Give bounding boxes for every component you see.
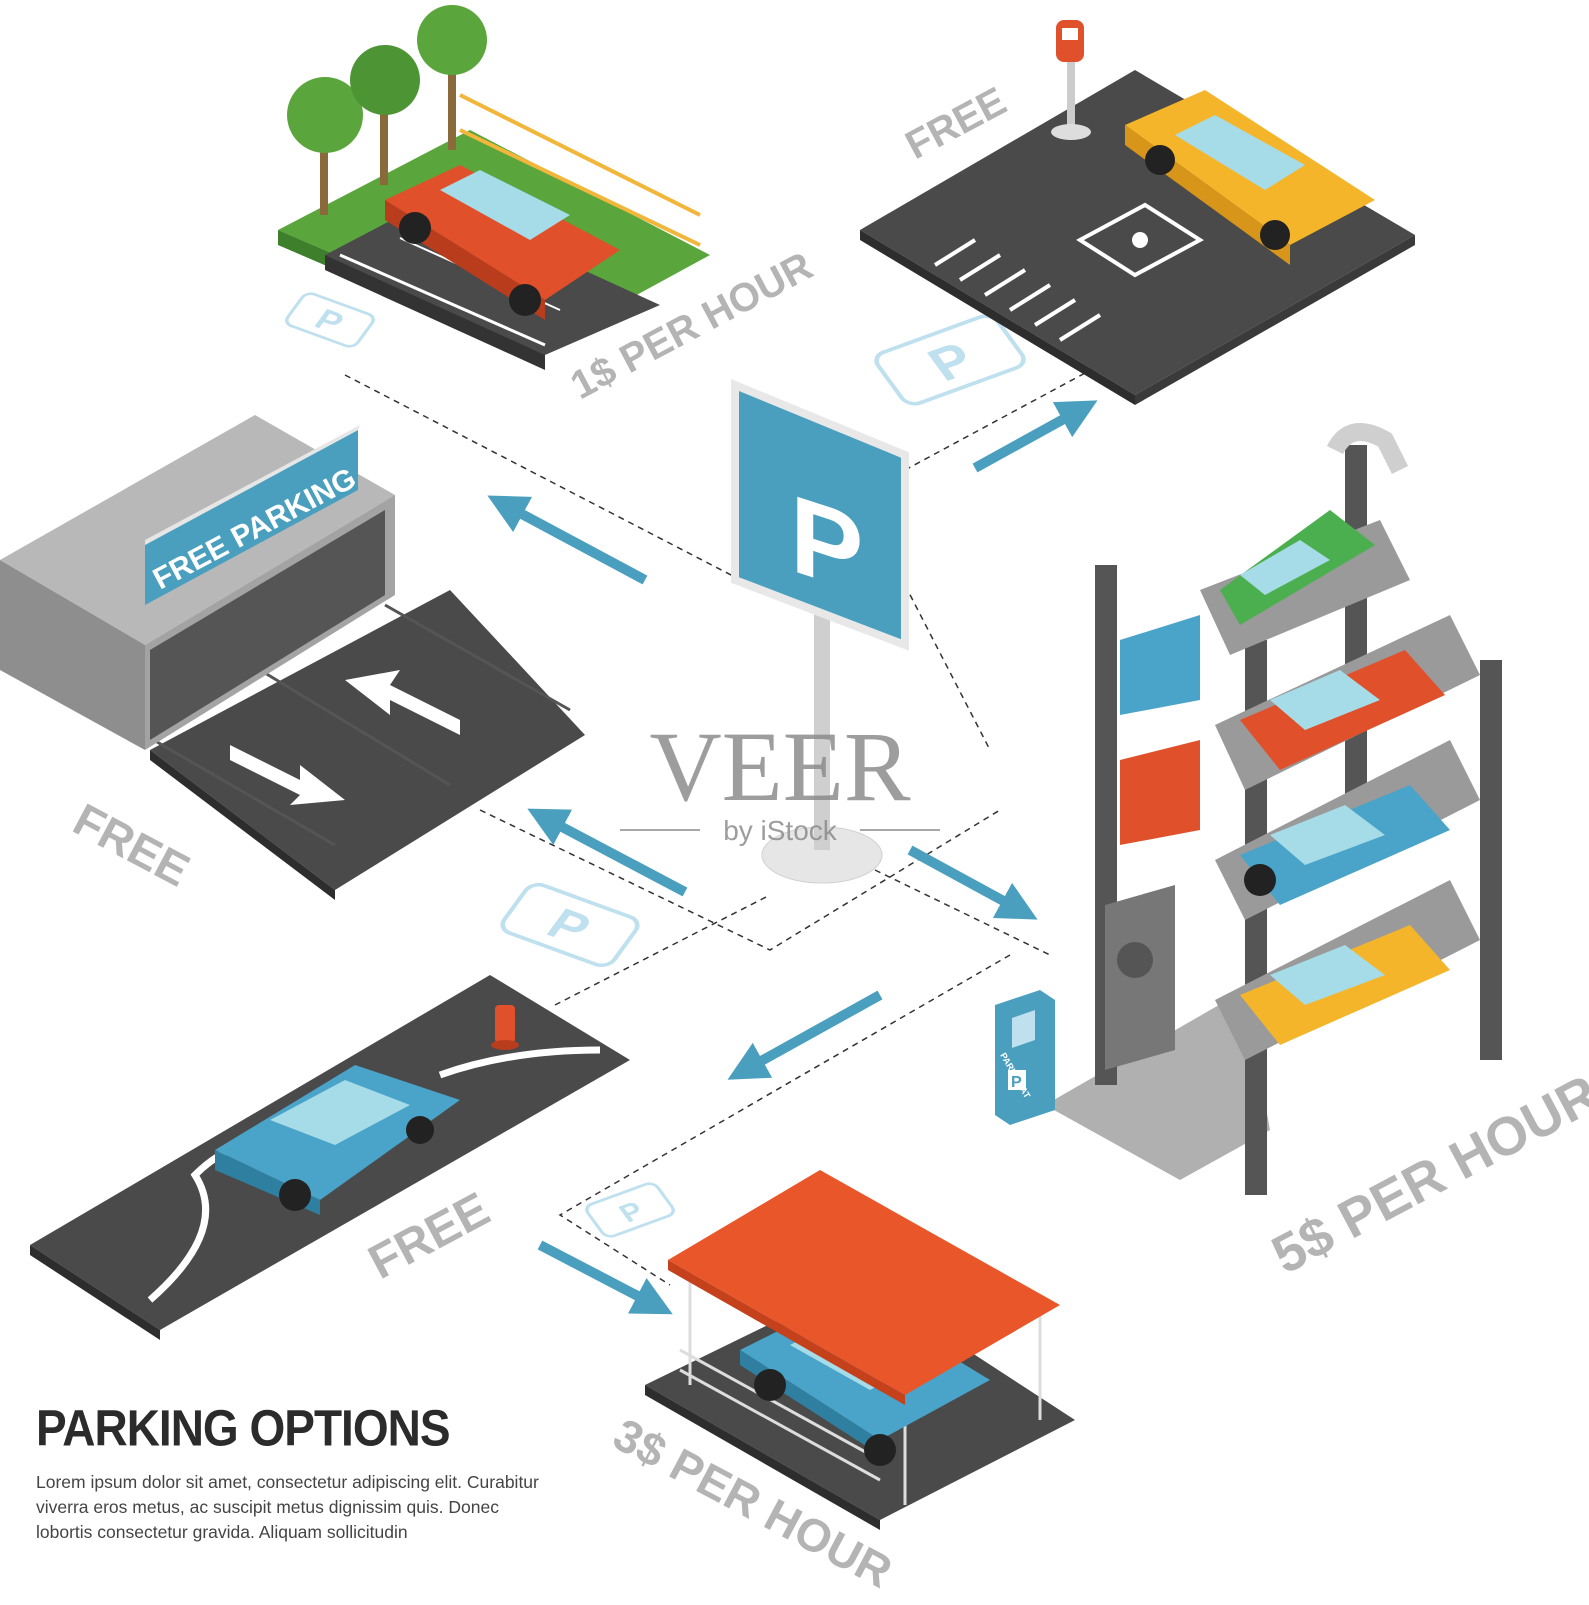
svg-text:VEER: VEER [649,711,910,822]
canopy-roof [668,1170,1060,1395]
parkomat-kiosk: PARKOMAT P [995,990,1055,1125]
tree-icon [287,77,363,215]
option-canopy: 3$ PER HOUR [605,1170,1075,1598]
svg-text:P: P [1011,1074,1022,1091]
option-green-lot: 1$ PER HOUR [278,5,820,408]
tower-level [1200,510,1410,655]
watermark: VEER by iStock [620,711,940,846]
tower-level [1215,880,1480,1060]
price-label: 5$ PER HOUR [1262,1064,1589,1286]
wheelchair-icon [1076,202,1204,278]
p-badge: P [585,1182,675,1238]
svg-text:P: P [308,302,350,338]
center-parking-sign: P [731,379,909,884]
parking-sign-icon [731,379,909,651]
arrow-to-canopy [537,1240,673,1315]
direction-arrows [487,400,1098,1315]
tower-level [1215,740,1480,920]
option-street: FREE [30,975,630,1340]
p-badge: P [500,882,640,968]
p-badge: P [874,314,1026,406]
tree-icon [417,5,487,150]
car-yellow [1125,90,1375,265]
connector-lines [344,364,1101,1286]
arrow-to-tower [907,845,1038,920]
tree-icon [350,45,420,185]
page-title: PARKING OPTIONS [36,1399,451,1457]
svg-text:P: P [790,471,863,618]
description-text: Lorem ipsum dolor sit amet, consectetur … [36,1472,539,1542]
car-red [385,165,620,320]
option-garage: FREE PARKING FREE [0,415,585,900]
price-label: FREE [65,793,198,897]
car-blue [215,1065,460,1215]
p-badge: P [285,292,375,348]
option-tower: PARKOMAT P 5$ PER HOUR [995,423,1589,1286]
svg-text:by iStock: by iStock [723,815,838,846]
arrow-to-street [727,990,883,1080]
tower-level [1215,615,1480,790]
arrow-to-garage [487,495,648,585]
arrow-to-garage-lower [527,808,688,897]
parking-meter-icon [1051,20,1091,140]
arrow-to-disabled-lot [972,400,1098,473]
fire-hydrant-icon [491,1005,519,1050]
